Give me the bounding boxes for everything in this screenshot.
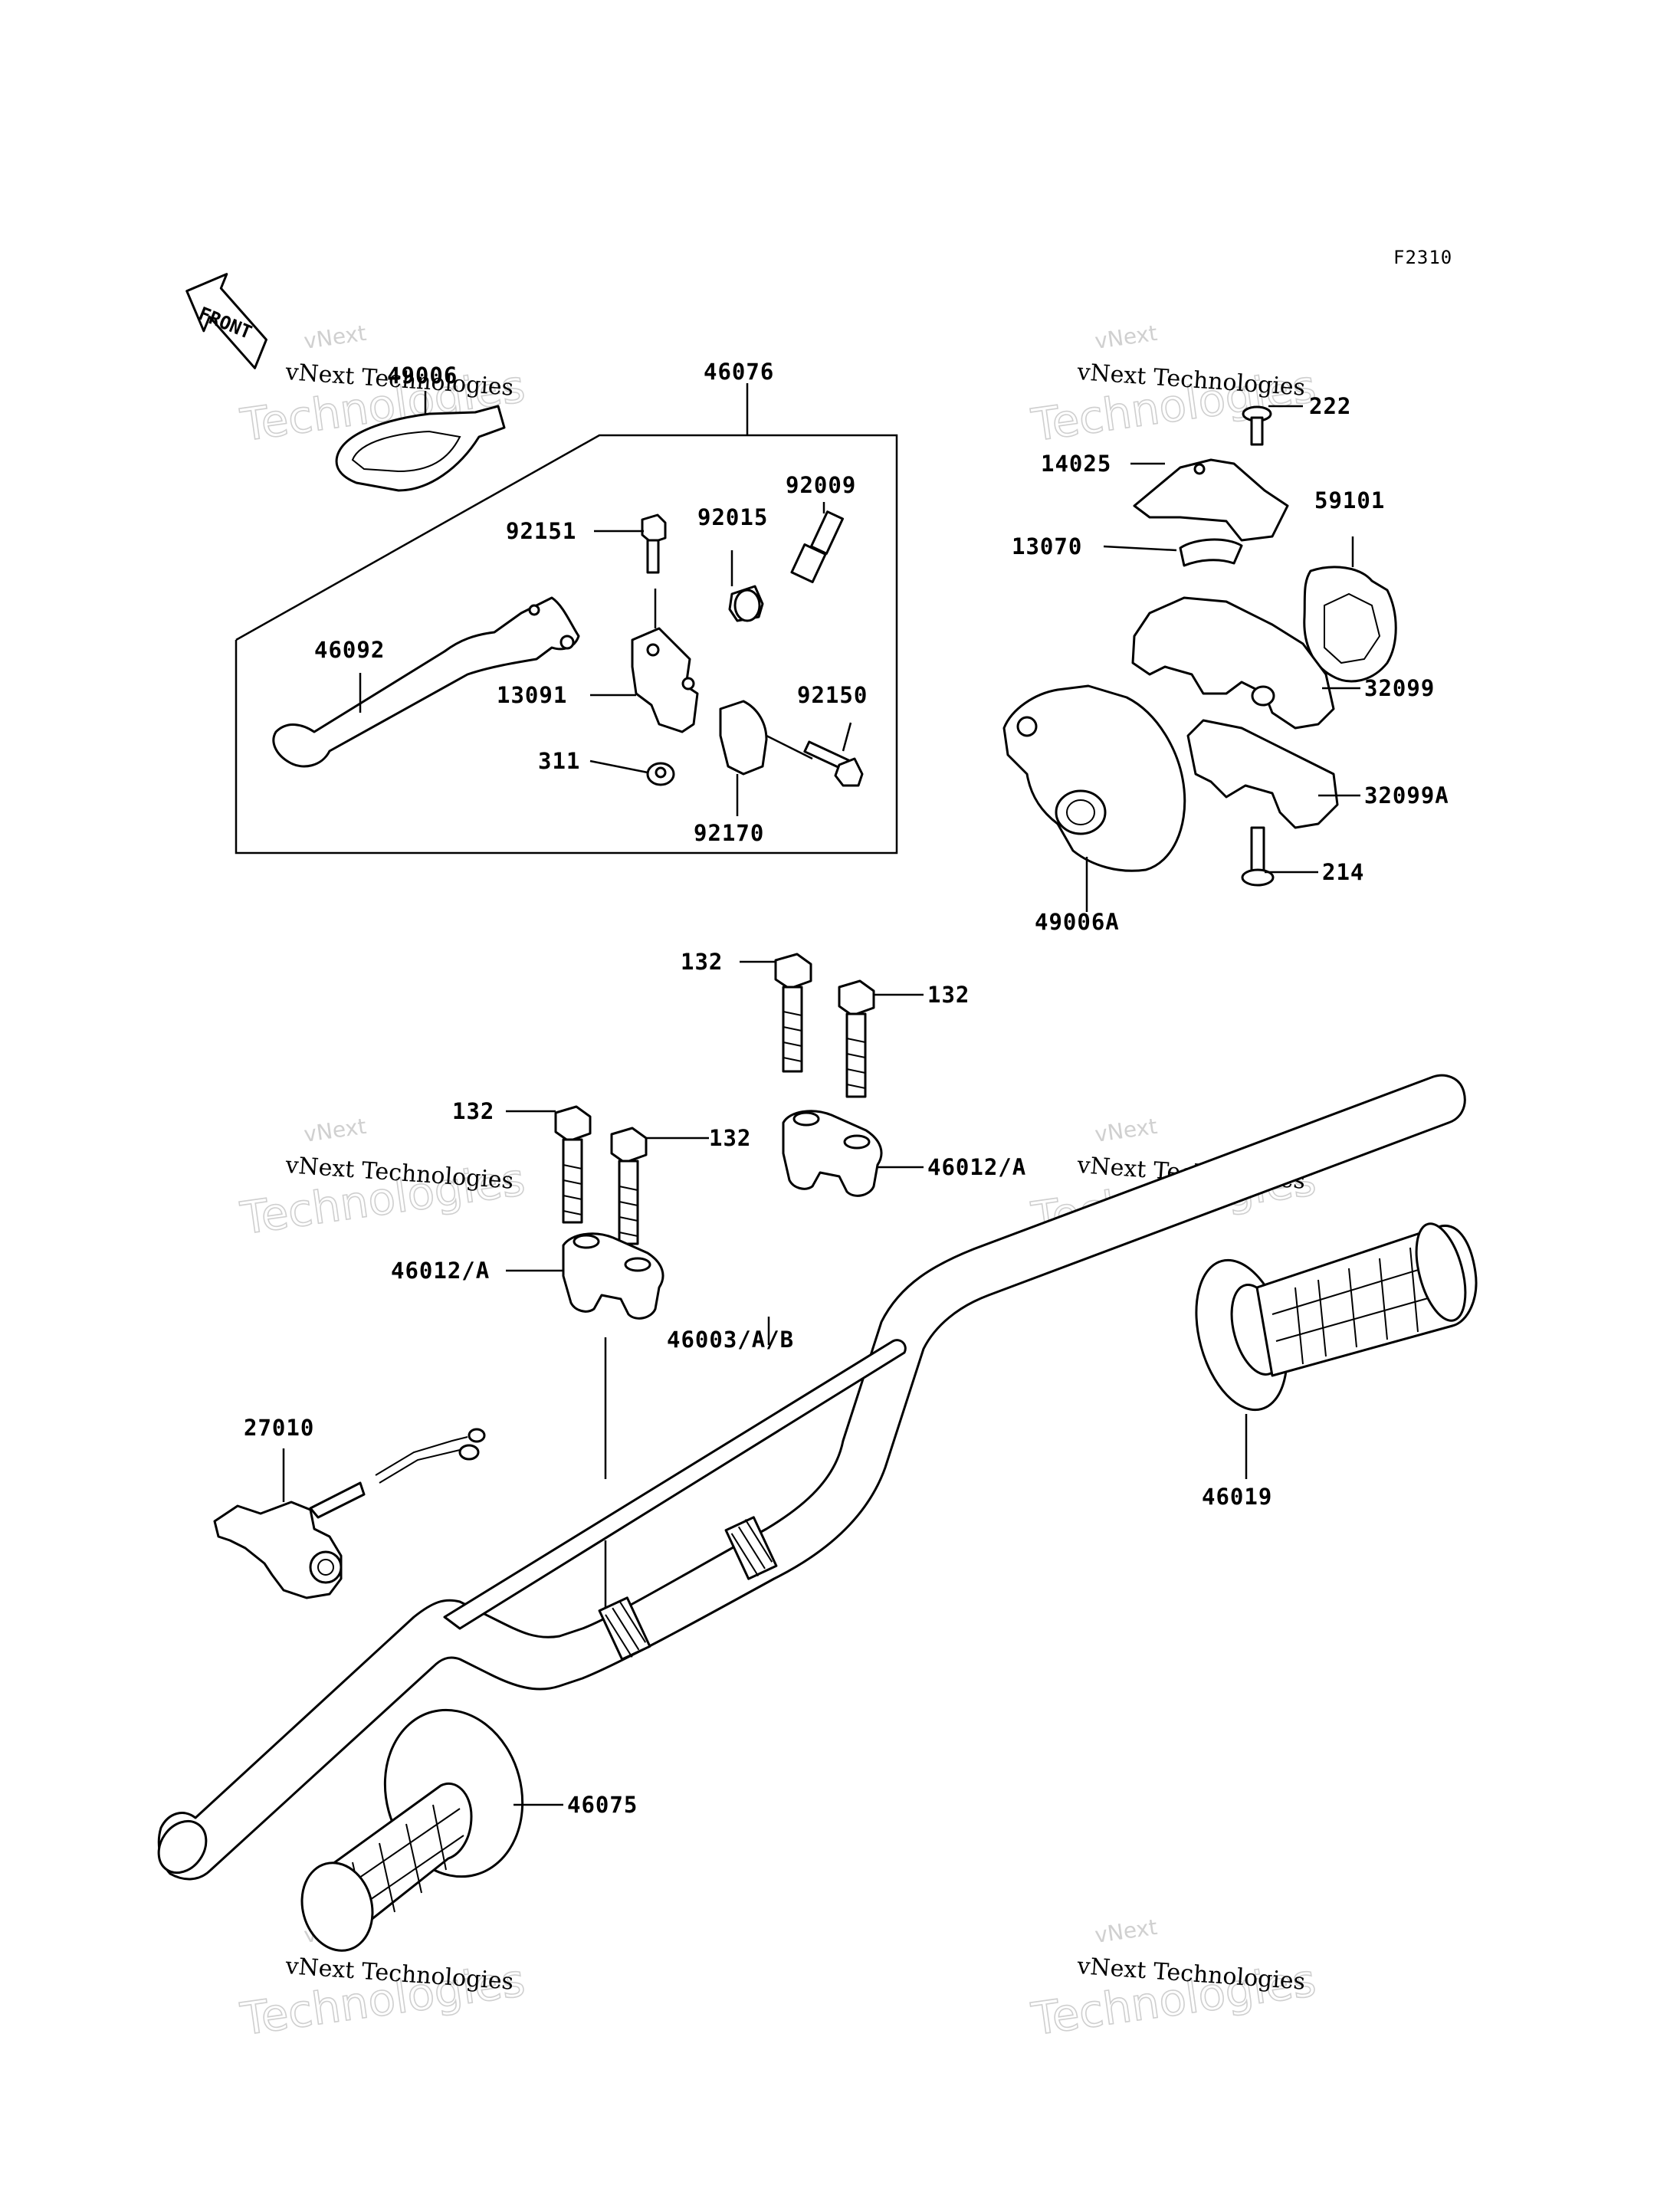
grip-46075 — [300, 1708, 524, 1952]
watermark-bottom-left: vNext Technologies vNext Technologies — [237, 1914, 529, 2046]
adjuster-bolt-92009 — [790, 510, 845, 583]
plate-13070 — [1179, 538, 1243, 567]
svg-text:vNext: vNext — [302, 320, 368, 354]
label-92170: 92170 — [694, 820, 764, 846]
clamp-92170 — [719, 700, 768, 816]
label-46019: 46019 — [1202, 1484, 1272, 1510]
label-92015: 92015 — [697, 504, 768, 530]
adjuster-92015 — [728, 585, 764, 622]
grip-46019 — [1195, 1222, 1478, 1479]
label-46003-a-b: 46003/A/B — [667, 1327, 794, 1353]
bolt-132-d — [610, 1127, 648, 1245]
housing-lower-32099A — [1186, 719, 1339, 829]
watermark-top-right: vNext Technologies vNext Technologies — [1028, 320, 1320, 452]
handlebar-46003 — [157, 1074, 1466, 1881]
cover-14025 — [1133, 458, 1289, 542]
svg-text:vNext: vNext — [1093, 320, 1159, 354]
bolt-132-c — [554, 1105, 592, 1224]
lever-guard-49006 — [335, 391, 506, 492]
clutch-lever-46092 — [272, 596, 580, 768]
label-92009: 92009 — [786, 472, 856, 498]
label-27010: 27010 — [244, 1415, 314, 1441]
housing-upper-32099 — [1131, 596, 1335, 730]
label-59101: 59101 — [1314, 487, 1385, 513]
screw-214 — [1241, 826, 1275, 887]
front-arrow-icon: FRONT — [185, 273, 267, 369]
label-32099: 32099 — [1364, 675, 1435, 701]
screw-222 — [1242, 405, 1272, 446]
bolt-132-a — [774, 953, 812, 1073]
label-49006A: 49006A — [1035, 909, 1120, 935]
svg-text:vNext: vNext — [1093, 1914, 1159, 1948]
label-13070: 13070 — [1012, 533, 1082, 559]
label-46076: 46076 — [704, 359, 774, 385]
part-labels: 49006 46076 92009 92151 92015 46092 1309… — [244, 359, 1449, 1818]
label-92150: 92150 — [797, 682, 868, 708]
label-132-a: 132 — [681, 949, 723, 975]
nut-311 — [646, 762, 675, 786]
label-311: 311 — [538, 748, 580, 774]
label-132-d: 132 — [709, 1125, 751, 1151]
label-222: 222 — [1309, 393, 1351, 419]
label-132-c: 132 — [452, 1098, 494, 1124]
label-32099A: 32099A — [1364, 782, 1449, 809]
watermark-bottom-right: vNext Technologies vNext Technologies — [1028, 1914, 1320, 2046]
svg-text:vNext: vNext — [302, 1114, 368, 1147]
label-13091: 13091 — [497, 682, 567, 708]
label-46012-a-lower: 46012/A — [391, 1258, 490, 1284]
lever-holder-13091 — [631, 589, 699, 733]
switch-27010 — [213, 1428, 486, 1599]
label-46092: 46092 — [314, 637, 385, 663]
throttle-case-49006A — [1002, 684, 1186, 912]
label-14025: 14025 — [1041, 451, 1111, 477]
holder-46012-upper — [782, 1110, 883, 1197]
lever-assembly-box-46076 — [235, 383, 898, 854]
label-49006: 49006 — [387, 362, 458, 389]
label-46012-a-upper: 46012/A — [927, 1154, 1026, 1180]
label-92151: 92151 — [506, 518, 576, 544]
label-46075: 46075 — [567, 1792, 638, 1818]
pulley-59101 — [1303, 566, 1397, 683]
bolt-132-b — [838, 979, 875, 1098]
diagram-code: F2310 — [1393, 247, 1452, 268]
label-214: 214 — [1322, 859, 1364, 885]
bolt-92151 — [641, 513, 667, 574]
holder-46012-lower — [562, 1232, 664, 1617]
svg-text:vNext: vNext — [1093, 1114, 1159, 1147]
bolt-92150 — [766, 734, 864, 787]
leader-lines — [506, 405, 1360, 1806]
label-132-b: 132 — [927, 982, 970, 1008]
watermark-mid-left: vNext Technologies vNext Technologies — [237, 1114, 529, 1245]
